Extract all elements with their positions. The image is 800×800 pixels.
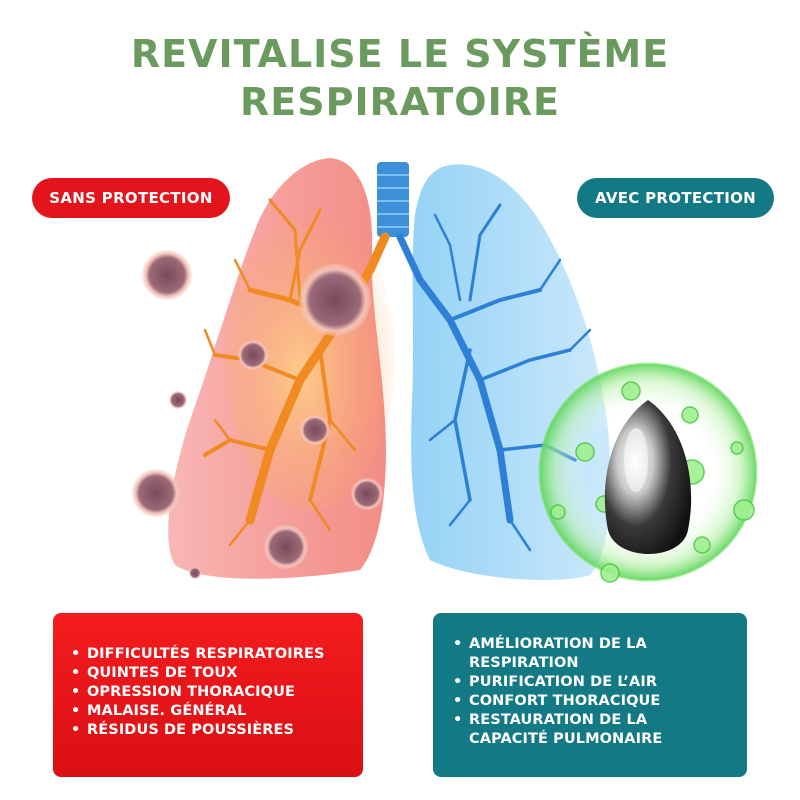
particle [132,469,180,517]
pendant [604,400,692,554]
particle [264,525,308,569]
benefits-list: AMÉLIORATION DE LA RESPIRATION PURIFICAT… [453,635,699,749]
page-title: REVITALISE LE SYSTÈME RESPIRATOIRE [0,30,800,126]
right-bronchi [396,203,592,552]
pollutant-particles [132,250,383,579]
symptoms-list: DIFFICULTÉS RESPIRATOIRES QUINTES DE TOU… [71,645,325,740]
particle [189,567,201,579]
list-item: PURIFICATION DE L’AIR [453,673,699,692]
with-protection-badge: AVEC PROTECTION [577,178,774,218]
list-item: DIFFICULTÉS RESPIRATOIRES [71,645,325,664]
without-protection-badge: SANS PROTECTION [32,178,230,218]
list-item: CONFORT THORACIQUE [453,692,699,711]
with-protection-panel: AMÉLIORATION DE LA RESPIRATION PURIFICAT… [433,613,747,777]
particle [351,478,383,510]
title-line-1: REVITALISE LE SYSTÈME [130,32,670,76]
particle [238,340,268,370]
title-line-2: RESPIRATOIRE [240,80,560,124]
list-item: RESTAURATION DE LA CAPACITÉ PULMONAIRE [453,711,699,749]
trachea [377,162,409,237]
particle [169,391,187,409]
list-item: OPRESSION THORACIQUE [71,683,325,702]
list-item: AMÉLIORATION DE LA RESPIRATION [453,635,699,673]
list-item: RÉSIDUS DE POUSSIÈRES [71,721,325,740]
protection-bubble [538,362,758,583]
particle [142,250,192,300]
list-item: MALAISE. GÉNÉRAL [71,702,325,721]
particle [300,415,330,445]
lungs-illustration [132,158,758,583]
particle [299,264,371,336]
without-protection-panel: DIFFICULTÉS RESPIRATOIRES QUINTES DE TOU… [53,613,363,777]
list-item: QUINTES DE TOUX [71,664,325,683]
